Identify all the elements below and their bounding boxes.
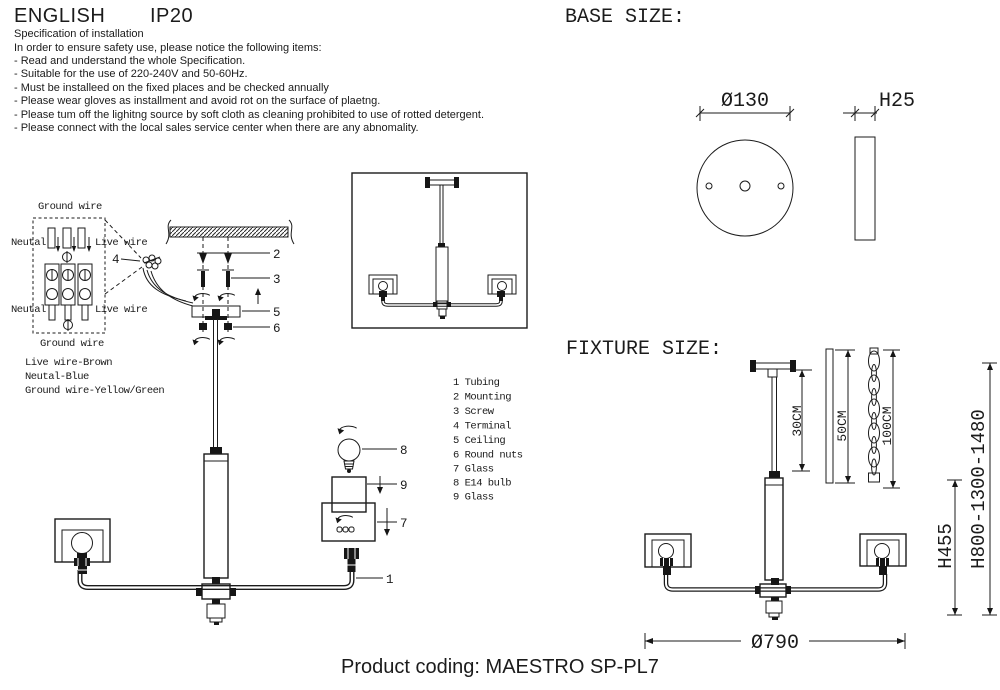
assembled-view-box bbox=[351, 172, 528, 329]
fixture-size-title: FIXTURE SIZE: bbox=[566, 338, 723, 361]
arm-height-dimension bbox=[947, 479, 962, 616]
hanging-rod bbox=[210, 319, 222, 454]
fixture-right-lamp bbox=[859, 533, 907, 575]
ground-wire-bottom-label: Ground wire bbox=[40, 338, 104, 350]
right-socket bbox=[344, 548, 359, 572]
spec-item: - Suitable for the use of 220-240V and 5… bbox=[14, 68, 248, 81]
extension-chain bbox=[868, 347, 880, 483]
parts-item: 2 Mounting bbox=[453, 392, 511, 404]
rod-dimension bbox=[792, 369, 812, 472]
terminal-block-detail-box bbox=[32, 217, 106, 334]
chain-dimension bbox=[883, 349, 900, 489]
parts-item: 3 Screw bbox=[453, 406, 495, 418]
fixture-hub bbox=[755, 578, 791, 620]
left-lamp-shade bbox=[54, 518, 111, 574]
base-thickness-dimension bbox=[843, 106, 880, 121]
spec-item: - Read and understand the whole Specific… bbox=[14, 55, 246, 67]
tube-dimension bbox=[835, 349, 855, 484]
spec-item: - Please connect with the local sales se… bbox=[14, 122, 419, 135]
callout-glass-inner: 9 bbox=[400, 479, 408, 493]
neutral-top-label: Neutal bbox=[11, 237, 46, 249]
neutral-bottom-label: Neutal bbox=[11, 304, 46, 316]
slide-up-arrow bbox=[255, 288, 261, 304]
parts-item: 1 Tubing bbox=[453, 377, 500, 389]
base-thickness-label: H25 bbox=[879, 90, 915, 113]
callout-9-leader bbox=[367, 476, 397, 494]
inner-glass bbox=[331, 476, 367, 513]
fixture-diameter-dimension bbox=[644, 633, 906, 649]
parts-item: 6 Round nuts bbox=[453, 450, 523, 462]
overall-height-label: H800-1300-1480 bbox=[968, 409, 990, 569]
base-size-title: BASE SIZE: bbox=[565, 6, 686, 29]
outer-glass bbox=[321, 502, 376, 542]
callout-tubing: 1 bbox=[386, 573, 394, 587]
fixture-rod bbox=[769, 377, 780, 478]
rotate-arrow-bulb bbox=[337, 425, 357, 435]
callout-mounting: 2 bbox=[273, 248, 281, 262]
tube-length-label: 50CM bbox=[835, 410, 850, 441]
callout-screw: 3 bbox=[273, 273, 281, 287]
e14-bulb bbox=[337, 438, 361, 473]
spec-intro: In order to ensure safety use, please no… bbox=[14, 41, 322, 54]
callout-round-nuts: 6 bbox=[273, 322, 281, 336]
parts-item: 5 Ceiling bbox=[453, 435, 505, 447]
callout-glass-outer: 7 bbox=[400, 517, 408, 531]
ceiling-section bbox=[165, 219, 295, 245]
base-diameter-label: Ø130 bbox=[721, 90, 769, 113]
overall-height-dimension bbox=[982, 362, 997, 616]
base-plate-side-view bbox=[854, 136, 876, 241]
language-title: ENGLISH bbox=[14, 5, 106, 27]
spec-item: - Must be installeed on the fixed places… bbox=[14, 81, 329, 94]
spec-item: - Please tum off the lighitng source by … bbox=[14, 108, 485, 121]
arm-height-label: H455 bbox=[935, 523, 957, 569]
fixture-arm bbox=[663, 574, 888, 592]
spec-items: - Read and understand the whole Specific… bbox=[14, 55, 484, 135]
mounting-screws bbox=[197, 252, 270, 264]
screws bbox=[197, 269, 270, 287]
ground-wire-top-label: Ground wire bbox=[38, 201, 102, 213]
callout-ceiling: 5 bbox=[273, 306, 281, 320]
callout-e14-bulb: 8 bbox=[400, 444, 408, 458]
rod-length-label: 30CM bbox=[790, 405, 805, 436]
parts-item: 7 Glass bbox=[453, 464, 494, 476]
spec-item: - Please wear gloves as installment and … bbox=[14, 95, 381, 108]
center-cylinder bbox=[203, 453, 229, 579]
live-bottom-label: Live wire bbox=[95, 304, 147, 316]
fixture-left-lamp bbox=[644, 533, 692, 575]
parts-list: 1 Tubing 2 Mounting 3 Screw 4 Terminal 5… bbox=[453, 377, 523, 504]
base-plate-top-view bbox=[696, 139, 794, 237]
center-hub bbox=[196, 577, 236, 625]
chain-length-label: 100CM bbox=[880, 406, 895, 445]
ceiling-plate bbox=[191, 305, 270, 320]
live-top-label: Live wire bbox=[95, 237, 147, 249]
parts-item: 9 Glass bbox=[453, 492, 494, 504]
spec-title: Specification of installation bbox=[14, 28, 144, 40]
arm-tubing bbox=[77, 570, 355, 590]
legend-ground-wire: Ground wire-Yellow/Green bbox=[25, 385, 164, 397]
parts-item: 4 Terminal bbox=[453, 421, 511, 433]
parts-item: 8 E14 bulb bbox=[453, 478, 511, 490]
fixture-diameter-label: Ø790 bbox=[751, 632, 799, 655]
product-coding: Product coding: MAESTRO SP-PL7 bbox=[341, 656, 659, 678]
legend-neutral: Neutal-Blue bbox=[25, 371, 89, 383]
fixture-bracket bbox=[750, 360, 796, 378]
base-diameter-dimension bbox=[695, 106, 795, 121]
callout-4-leader bbox=[120, 258, 141, 262]
callout-7-leader bbox=[377, 508, 397, 536]
fixture-cylinder bbox=[764, 477, 784, 581]
extension-tube bbox=[825, 348, 834, 484]
ip-rating: IP20 bbox=[150, 5, 194, 27]
legend-live-wire: Live wire-Brown bbox=[25, 357, 112, 369]
detail-leader-lines bbox=[104, 219, 143, 295]
terminal-connector bbox=[142, 254, 194, 307]
callout-terminal: 4 bbox=[112, 253, 120, 267]
round-nuts bbox=[192, 323, 270, 346]
